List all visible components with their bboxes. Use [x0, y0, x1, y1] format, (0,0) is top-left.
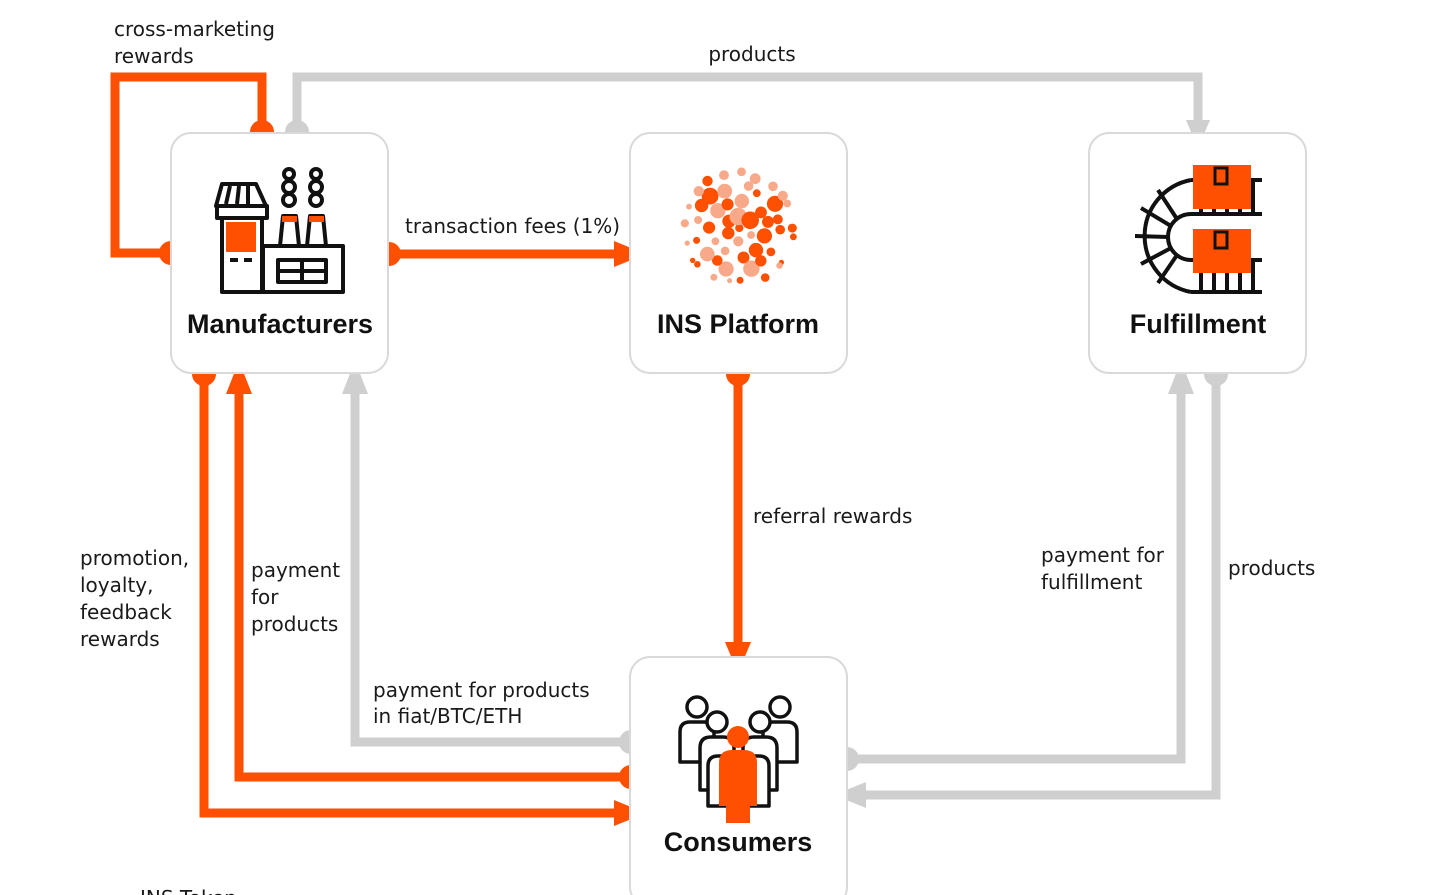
ins-logo-icon — [680, 167, 797, 284]
node-fulfillment: Fulfillment — [1088, 132, 1307, 374]
label-products-top: products — [708, 42, 795, 66]
logo-dot — [749, 173, 761, 185]
label-products-right: products — [1228, 556, 1315, 580]
logo-dot — [719, 170, 729, 181]
fulfillment-label: Fulfillment — [1130, 309, 1267, 339]
logo-dot — [783, 199, 792, 208]
logo-dot — [711, 237, 720, 246]
logo-dot — [694, 216, 703, 224]
logo-dot — [775, 224, 785, 235]
logo-dot — [712, 255, 723, 266]
factory-icon — [214, 167, 345, 294]
node-platform: INS Platform — [629, 132, 848, 374]
logo-dot — [772, 214, 783, 225]
logo-dot — [703, 221, 716, 234]
logo-dot — [737, 251, 750, 264]
conveyor-boxes-icon — [1134, 165, 1262, 294]
logo-dot — [748, 242, 764, 258]
logo-dot — [741, 211, 759, 230]
node-consumers: Consumers — [629, 656, 848, 895]
logo-dot — [693, 236, 701, 244]
logo-dot — [690, 257, 696, 264]
logo-dot — [760, 273, 770, 282]
logo-dot — [701, 187, 719, 205]
logo-dot — [766, 195, 784, 212]
label-referral-rewards: referral rewards — [753, 504, 912, 528]
label-transaction-fees: transaction fees (1%) — [405, 214, 620, 238]
logo-dot — [717, 183, 733, 199]
logo-dot — [702, 175, 713, 187]
logo-dot — [733, 236, 744, 247]
consumers-label: Consumers — [664, 827, 813, 857]
logo-dot — [787, 223, 797, 233]
node-manufacturers: Manufacturers — [170, 132, 389, 374]
logo-dot — [700, 246, 715, 262]
logo-dot — [756, 228, 773, 244]
label-payment-fulfillment: payment for fulfillment — [1041, 543, 1170, 594]
logo-dot — [752, 189, 761, 198]
logo-dot — [694, 261, 701, 268]
logo-dot — [686, 203, 692, 210]
label-payment-fiat: payment for products in fiat/BTC/ETH — [373, 678, 596, 728]
logo-dot — [790, 233, 797, 241]
logo-dot — [737, 167, 746, 177]
logo-dot — [768, 181, 778, 192]
logo-dot — [755, 206, 767, 219]
logo-dot — [766, 247, 776, 257]
people-group-icon — [678, 695, 799, 823]
logo-dot — [693, 186, 704, 197]
edge-referral-rewards — [725, 362, 751, 673]
label-promotion-rewards: promotion, loyalty, feedback rewards — [80, 546, 195, 651]
logo-dot — [743, 260, 760, 277]
logo-dot — [755, 255, 767, 267]
manufacturers-label: Manufacturers — [187, 309, 373, 339]
platform-label: INS Platform — [657, 309, 819, 339]
logo-dot — [743, 181, 754, 191]
logo-dot — [776, 262, 783, 269]
edge-transaction-fees — [377, 241, 646, 267]
label-payment-for-products: payment for products — [251, 558, 346, 636]
footer-partial-text: INS Token — [140, 886, 237, 895]
logo-dot — [710, 273, 718, 281]
label-cross-marketing: cross-marketing rewards — [114, 17, 281, 68]
logo-dot — [684, 240, 690, 246]
edge-products-right — [834, 362, 1228, 808]
logo-dot — [734, 193, 749, 209]
logo-dot — [747, 231, 755, 239]
logo-dot — [718, 261, 734, 277]
logo-dot — [722, 226, 735, 240]
logo-dot — [777, 190, 788, 201]
logo-dot — [721, 198, 734, 211]
logo-dot — [727, 278, 733, 284]
logo-dot — [710, 203, 726, 219]
logo-dot — [736, 276, 744, 284]
logo-dot — [762, 215, 774, 228]
logo-dot — [735, 223, 744, 233]
logo-dot — [680, 219, 689, 228]
logo-dot — [720, 246, 730, 256]
